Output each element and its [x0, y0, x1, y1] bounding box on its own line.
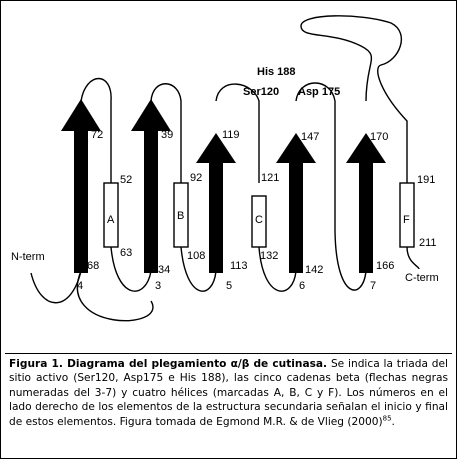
- loop-nterm-strand4: [30, 270, 82, 304]
- strand-5-end: 119: [222, 129, 240, 141]
- loop-strand7-helixF: [300, 15, 408, 183]
- helix-A-box: [103, 182, 119, 248]
- his188-label: His 188: [257, 66, 296, 78]
- loop-strand4-helixA: [80, 77, 112, 183]
- helix-C-end: 132: [260, 250, 278, 262]
- helix-F-box: [399, 182, 415, 248]
- caption-lead: Figura 1. Diagrama del plegamiento α/β d…: [9, 358, 328, 370]
- strand-4-start: 68: [87, 260, 99, 272]
- loop-helixA-strand3: [110, 246, 152, 292]
- caption-tail: .: [391, 415, 395, 428]
- strand-4-end: 72: [91, 129, 103, 141]
- helix-A-end: 63: [120, 247, 132, 259]
- helix-B-start: 92: [190, 172, 202, 184]
- loop-strand3-helixB: [150, 83, 182, 183]
- helix-A-start: 52: [120, 174, 132, 186]
- helix-F-label: F: [403, 214, 410, 226]
- caption-reference-number: 85: [382, 414, 392, 423]
- strand-3-start: 34: [158, 264, 170, 276]
- strand-3-arrow: [131, 99, 171, 273]
- helix-C-start: 121: [261, 172, 279, 184]
- strand-4-arrow: [61, 99, 101, 273]
- ser120-label: Ser120: [243, 86, 279, 98]
- helices: [103, 182, 415, 248]
- topology-diagram: A B C F 52 63 92 108 121 132 191 211 68 …: [11, 15, 439, 322]
- loop-helixF-cterm: [406, 246, 420, 270]
- helix-C-box: [251, 195, 267, 248]
- figure-caption: Figura 1. Diagrama del plegamiento α/β d…: [5, 353, 452, 454]
- helix-F-start: 191: [417, 174, 435, 186]
- helix-A-label: A: [107, 214, 115, 226]
- loop-strand6-strand7: [295, 82, 367, 291]
- helix-B-box: [173, 182, 189, 248]
- strand-5-start: 113: [230, 260, 248, 272]
- caption-body: Se indica la triada del sitio activo (Se…: [9, 358, 448, 428]
- strand-3-number: 3: [155, 280, 161, 292]
- connecting-loops: [30, 15, 420, 322]
- helix-F-end: 211: [419, 237, 437, 249]
- loop-helixC-strand6: [258, 246, 297, 292]
- helix-B-label: B: [177, 210, 184, 222]
- strand-6-number: 6: [299, 280, 305, 292]
- strand-4-number: 4: [77, 280, 83, 292]
- cterm-label: C-term: [405, 272, 439, 284]
- strand-5-arrow: [196, 133, 236, 273]
- strand-6-start: 142: [305, 264, 323, 276]
- loop-outer-left: [77, 270, 154, 322]
- helix-C-label: C: [255, 214, 263, 226]
- strand-5-number: 5: [226, 280, 232, 292]
- beta-strands: [61, 99, 386, 273]
- loop-helixB-strand5: [180, 246, 217, 292]
- strand-7-end: 170: [370, 131, 388, 143]
- strand-7-start: 166: [376, 260, 394, 272]
- helix-B-end: 108: [187, 250, 205, 262]
- strand-6-arrow: [276, 133, 316, 273]
- nterm-label: N-term: [11, 251, 45, 263]
- strand-7-number: 7: [370, 280, 376, 292]
- strand-6-end: 147: [301, 131, 319, 143]
- strand-3-end: 39: [161, 129, 173, 141]
- strand-7-arrow: [346, 133, 386, 273]
- loop-strand5-helixC: [215, 83, 260, 183]
- asp175-label: Asp 175: [298, 86, 340, 98]
